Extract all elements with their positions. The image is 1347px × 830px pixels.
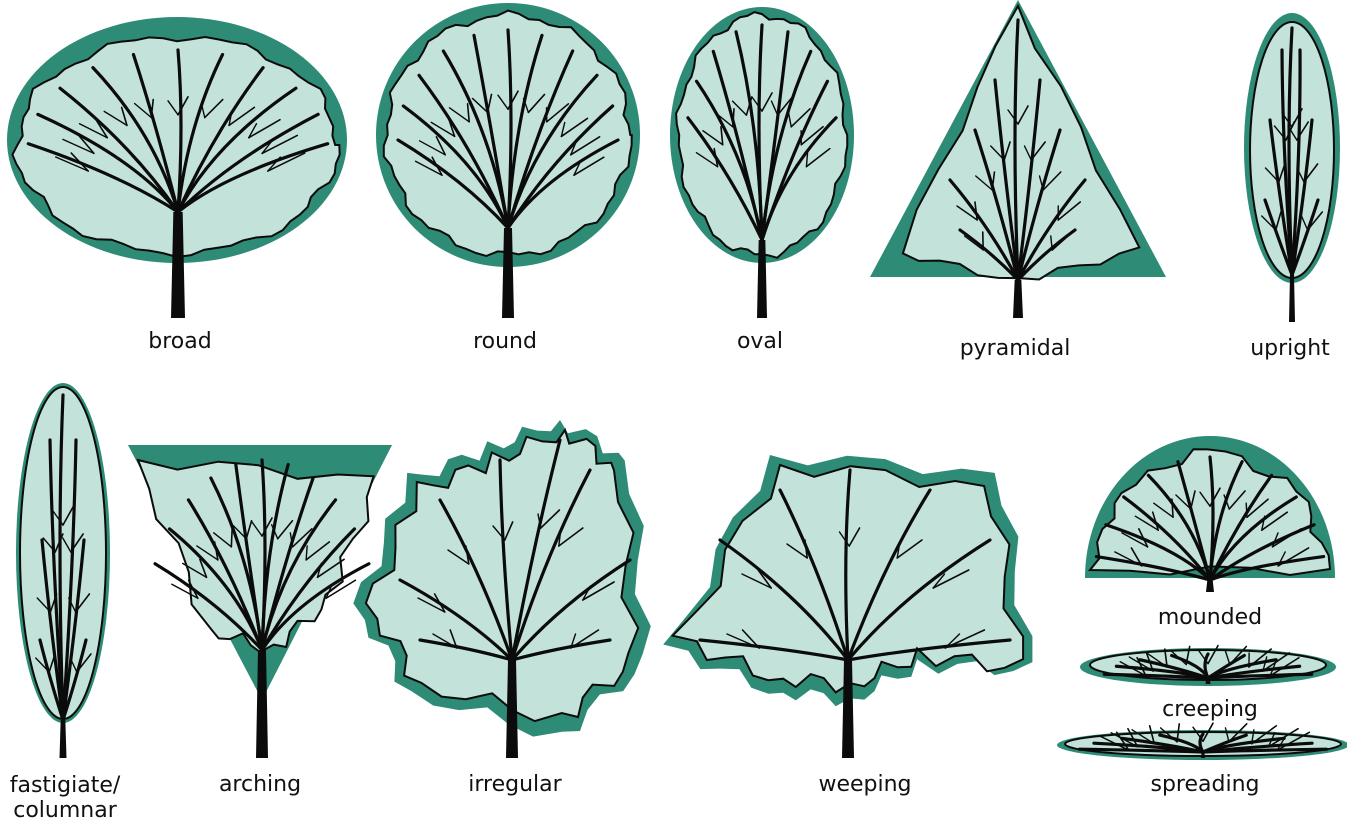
tree-upright bbox=[1244, 13, 1340, 322]
tree-weeping bbox=[663, 455, 1032, 758]
tree-oval bbox=[670, 7, 854, 318]
tree-arching bbox=[128, 445, 392, 758]
label-pyramidal: pyramidal bbox=[945, 337, 1085, 361]
tree-fastigiate-columnar bbox=[16, 383, 110, 758]
tree-broad bbox=[7, 17, 347, 318]
label-fastigiate-columnar: fastigiate/ columnar bbox=[0, 773, 130, 823]
label-upright: upright bbox=[1230, 337, 1347, 361]
label-weeping: weeping bbox=[800, 773, 930, 797]
label-spreading: spreading bbox=[1140, 773, 1270, 797]
tree-mounded bbox=[1085, 436, 1335, 592]
label-broad: broad bbox=[120, 330, 240, 354]
tree-creeping bbox=[1080, 646, 1336, 686]
label-creeping: creeping bbox=[1145, 698, 1275, 722]
tree-pyramidal bbox=[870, 0, 1166, 318]
tree-spreading bbox=[1057, 723, 1347, 760]
tree-round bbox=[376, 3, 640, 318]
tree-irregular bbox=[353, 420, 651, 758]
label-mounded: mounded bbox=[1145, 606, 1275, 630]
label-irregular: irregular bbox=[450, 773, 580, 797]
label-oval: oval bbox=[700, 330, 820, 354]
label-arching: arching bbox=[200, 773, 320, 797]
label-round: round bbox=[445, 330, 565, 354]
